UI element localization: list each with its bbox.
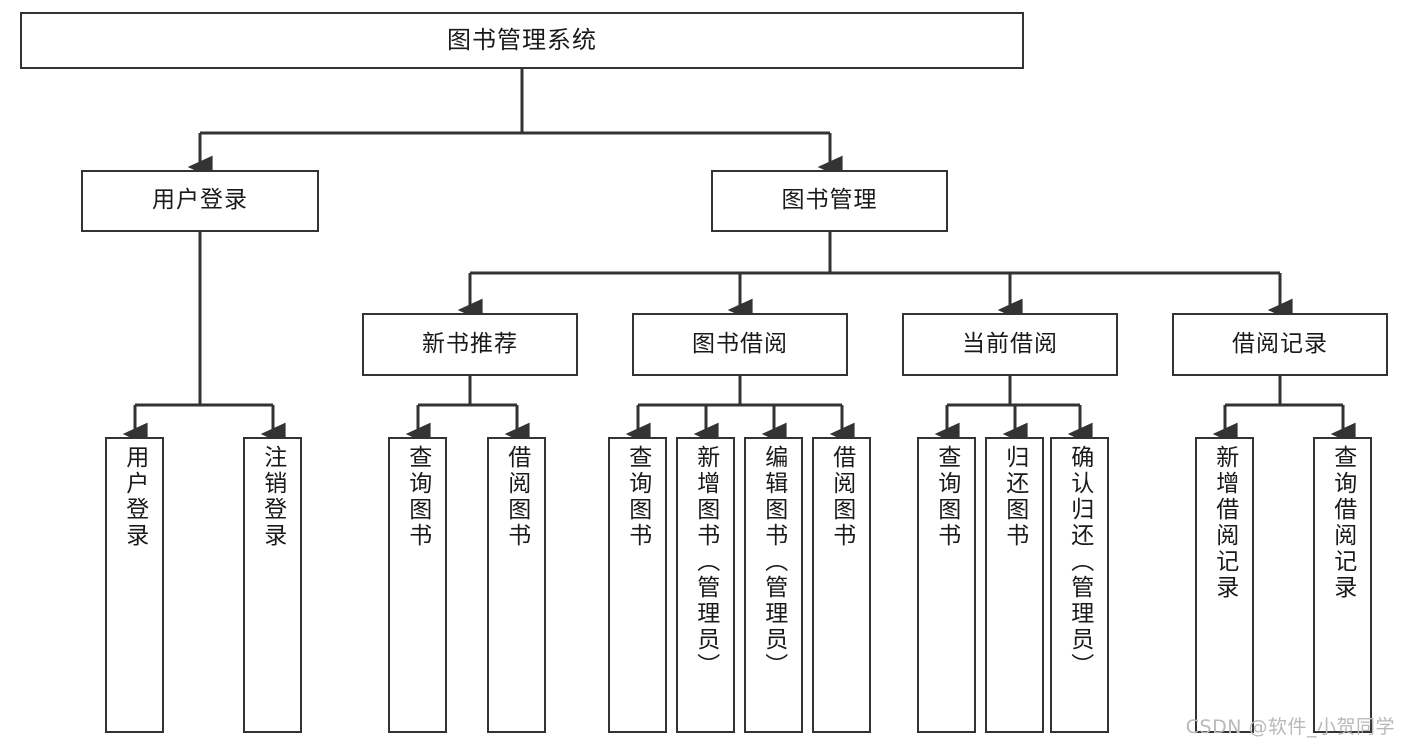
node-current-borrow[interactable]: 当前借阅	[902, 313, 1118, 376]
node-label: 查询图书	[404, 445, 431, 549]
node-leaf-confirm-return[interactable]: 确认归还（管理员）	[1050, 437, 1109, 733]
node-leaf-user-logout[interactable]: 注销登录	[243, 437, 302, 733]
node-new-book-rec[interactable]: 新书推荐	[362, 313, 578, 376]
node-leaf-return-book[interactable]: 归还图书	[985, 437, 1044, 733]
node-leaf-borrow-book-1[interactable]: 借阅图书	[487, 437, 546, 733]
node-label: 查询借阅记录	[1329, 445, 1356, 601]
node-leaf-edit-book[interactable]: 编辑图书（管理员）	[744, 437, 803, 733]
node-root[interactable]: 图书管理系统	[20, 12, 1024, 69]
node-label: 确认归还（管理员）	[1066, 445, 1093, 679]
node-label: 新增借阅记录	[1211, 445, 1238, 601]
node-label: 图书借阅	[692, 330, 788, 357]
node-leaf-query-book-2[interactable]: 查询图书	[608, 437, 667, 733]
node-label: 查询图书	[933, 445, 960, 549]
node-label: 编辑图书（管理员）	[760, 445, 787, 679]
node-leaf-borrow-book-2[interactable]: 借阅图书	[812, 437, 871, 733]
node-leaf-user-login[interactable]: 用户登录	[105, 437, 164, 733]
node-leaf-add-record[interactable]: 新增借阅记录	[1195, 437, 1254, 733]
node-label: 借阅图书	[503, 445, 530, 549]
node-label: 查询图书	[624, 445, 651, 549]
watermark: CSDN @软件_小贺同学	[1185, 716, 1395, 738]
node-label: 当前借阅	[962, 330, 1058, 357]
node-label: 借阅图书	[828, 445, 855, 549]
node-label: 图书管理系统	[447, 26, 597, 55]
node-leaf-query-record[interactable]: 查询借阅记录	[1313, 437, 1372, 733]
node-leaf-query-book-1[interactable]: 查询图书	[388, 437, 447, 733]
node-book-manage[interactable]: 图书管理	[711, 170, 948, 232]
node-borrow-record[interactable]: 借阅记录	[1172, 313, 1388, 376]
node-leaf-add-book[interactable]: 新增图书（管理员）	[676, 437, 735, 733]
node-label: 注销登录	[259, 445, 286, 549]
node-label: 新增图书（管理员）	[692, 445, 719, 679]
node-label: 用户登录	[121, 445, 148, 549]
node-label: 新书推荐	[422, 330, 518, 357]
node-user-login[interactable]: 用户登录	[81, 170, 319, 232]
node-label: 图书管理	[781, 187, 878, 214]
node-book-borrow[interactable]: 图书借阅	[632, 313, 848, 376]
node-leaf-query-book-3[interactable]: 查询图书	[917, 437, 976, 733]
node-label: 归还图书	[1001, 445, 1028, 549]
node-label: 用户登录	[152, 187, 248, 214]
node-label: 借阅记录	[1232, 330, 1328, 357]
